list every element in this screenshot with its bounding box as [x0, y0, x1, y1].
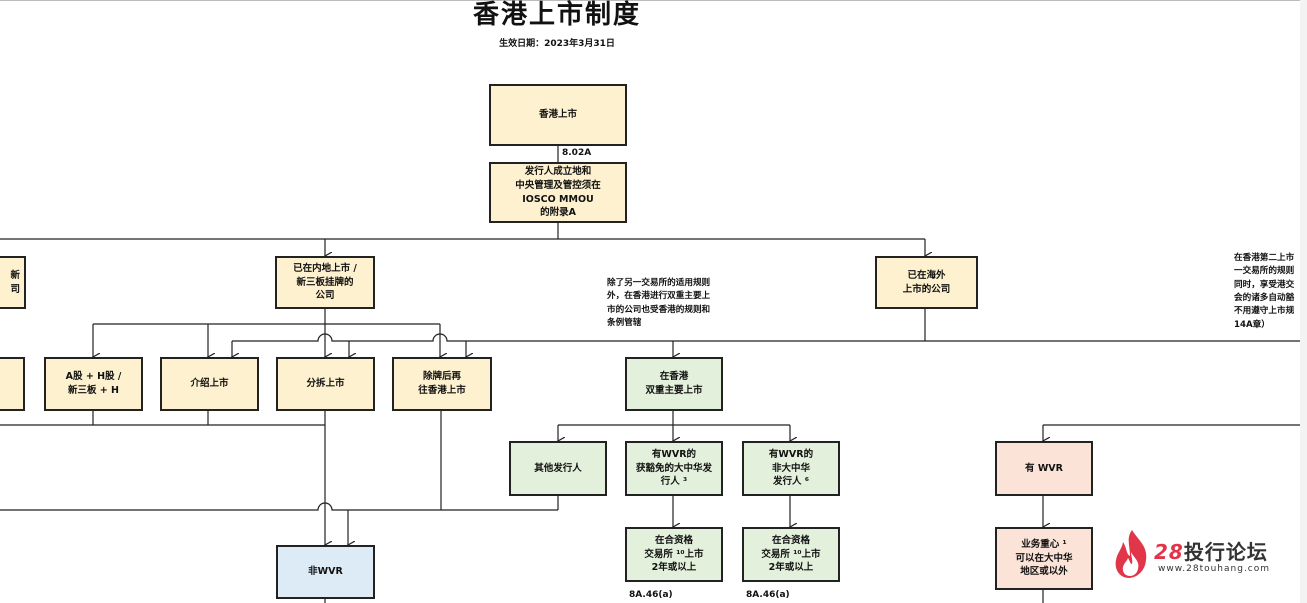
wvr-exempt-gc-issuer-box: 有WVR的 获豁免的大中华发 行人 ³ [625, 441, 723, 496]
ref-8a46a-a: 8A.46(a) [629, 590, 673, 600]
ref-8a46a-b: 8A.46(a) [746, 590, 790, 600]
ref-8-02a: 8.02A [562, 148, 592, 158]
overseas-listed-box: 已在海外 上市的公司 [875, 256, 978, 309]
dual-primary-listing-box: 在香港 双重主要上市 [625, 357, 723, 411]
scrollbar-track[interactable] [1300, 0, 1307, 603]
other-issuer-box: 其他发行人 [509, 441, 607, 496]
logo-title: 28投行论坛 [1154, 536, 1268, 565]
delist-relist-box: 除牌后再 往香港上市 [392, 357, 492, 411]
effective-date: 生效日期：2023年3月31日 [499, 39, 615, 49]
truncated-left-box: 新 司 [0, 256, 26, 309]
wvr-non-gc-issuer-box: 有WVR的 非大中华 发行人 ⁶ [742, 441, 840, 496]
logo-name: 投行论坛 [1183, 540, 1268, 564]
introduction-listing-box: 介绍上市 [160, 357, 259, 411]
page-title: 香港上市制度 [472, 0, 641, 30]
mainland-listed-box: 已在内地上市 / 新三板挂牌的 公司 [275, 256, 375, 309]
a-h-share-box: A股 + H股 / 新三板 + H [44, 357, 143, 411]
mou-requirement-box: 发行人成立地和 中央管理及管控须在 IOSCO MMOU 的附录A [489, 162, 627, 223]
secondary-listing-note: 在香港第二上市 一交易所的规则 同时，享受港交 会的诸多自动豁 不用遵守上市规 … [1234, 253, 1295, 330]
logo-number: 28 [1154, 540, 1184, 564]
hk-listing-box: 香港上市 [489, 84, 627, 146]
qualified-exchange-2y-box-b: 在合资格 交易所 ¹⁰上市 2年或以上 [742, 527, 840, 582]
dual-primary-note: 除了另一交易所的适用规则 外，在香港进行双重主要上 市的公司也受香港的规则和 条… [607, 278, 711, 328]
truncated-left-box-2 [0, 357, 25, 411]
top-border-line [0, 0, 1307, 1]
logo-url: www.28touhang.com [1158, 564, 1271, 574]
qualified-exchange-2y-box-a: 在合资格 交易所 ¹⁰上市 2年或以上 [625, 527, 723, 582]
business-center-box: 业务重心 ¹ 可以在大中华 地区或以外 [995, 527, 1093, 590]
spinoff-listing-box: 分拆上市 [276, 357, 375, 411]
flame-icon [1115, 530, 1147, 578]
non-wvr-box: 非WVR [276, 545, 375, 599]
forum-logo: 28投行论坛 www.28touhang.com [1112, 528, 1307, 580]
has-wvr-box: 有 WVR [995, 441, 1093, 496]
